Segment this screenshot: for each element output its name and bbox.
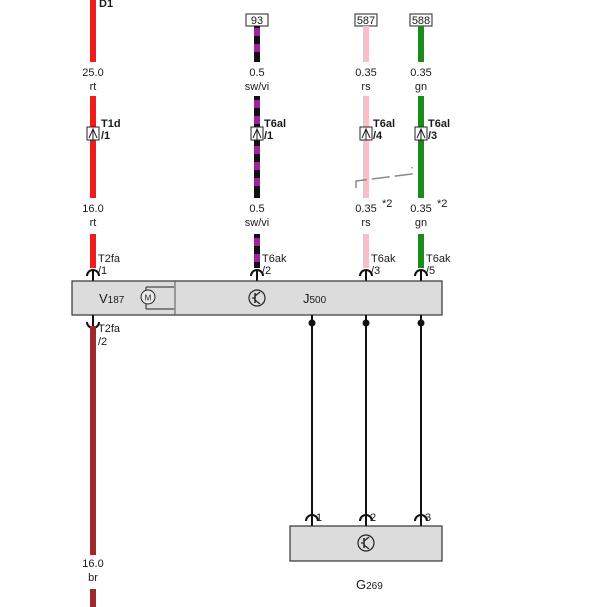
module-main-box[interactable] [71, 280, 443, 316]
ground-size: 16.0 [82, 558, 103, 570]
wire-587-lower-color: rs [361, 217, 371, 229]
wire-d1-seg-bottom[interactable] [90, 234, 96, 268]
module-v-name: V187 [99, 291, 125, 306]
g269-pin-1: 1 [316, 512, 322, 524]
wire-d1-seg-mid[interactable] [90, 96, 96, 198]
wire-588-upper-size: 0.35 [410, 67, 431, 79]
module-v187-j500[interactable]: V187 M J500 [71, 280, 443, 316]
wire-588-ref: 588 [412, 15, 430, 27]
wire-d1: D1 25.0 rt T1d /1 16.0 rt T2fa /1 [82, 0, 121, 281]
wire-d1-seg-top[interactable] [90, 0, 96, 62]
wire-d1-lower-pin: /1 [98, 265, 107, 277]
wire-588-pin: /3 [428, 130, 437, 142]
wire-93-ref: 93 [251, 15, 263, 27]
wire-93: 93 0.5 sw/vi T6al /1 0.5 sw/vi T6ak /2 [245, 13, 287, 281]
wire-93-lower-pin: /2 [262, 265, 271, 277]
wire-93-lower-size: 0.5 [249, 203, 264, 215]
wire-ground-seg[interactable] [90, 326, 96, 555]
wire-93-upper-size: 0.5 [249, 67, 264, 79]
wire-ground-seg-end[interactable] [90, 589, 96, 607]
wire-587-upper-color: rs [361, 81, 371, 93]
wire-d1-lower-size: 16.0 [82, 203, 103, 215]
wire-d1-top-label: D1 [99, 0, 113, 10]
module-g269-name: G269 [356, 577, 383, 592]
wire-587-note: *2 [382, 198, 392, 210]
connector-icon[interactable] [359, 126, 373, 141]
g269-pin-3: 3 [425, 512, 431, 524]
wire-587-seg-bottom[interactable] [363, 234, 369, 268]
wire-ground: T2fa /2 16.0 br [82, 315, 121, 607]
transistor-icon [357, 534, 375, 552]
transistor-icon [248, 289, 266, 307]
wire-588-note: *2 [437, 198, 447, 210]
wire-d1-connector: T1d [101, 118, 121, 130]
connector-icon[interactable] [414, 126, 428, 141]
wire-588-connector: T6al [428, 118, 450, 130]
wire-587-ref: 587 [357, 15, 375, 27]
wire-d1-upper-color: rt [90, 81, 97, 93]
ground-connector: T2fa [98, 323, 121, 335]
wire-587-seg-mid[interactable] [363, 96, 369, 198]
wire-93-lower-color: sw/vi [245, 217, 269, 229]
wire-587-connector: T6al [373, 118, 395, 130]
wire-588: 588 0.35 gn T6al /3 0.35 *2 gn T6ak /5 [409, 13, 451, 281]
ground-pin: /2 [98, 336, 107, 348]
wire-588-seg-bottom[interactable] [418, 234, 424, 268]
module-g269-box[interactable] [289, 525, 443, 562]
wire-93-pin: /1 [264, 130, 273, 142]
wire-588-lower-pin: /5 [426, 265, 435, 277]
ground-color: br [88, 572, 98, 584]
pin-socket-icon [305, 514, 319, 522]
wire-588-lower-size: 0.35 [410, 203, 431, 215]
wire-d1-lower-color: rt [90, 217, 97, 229]
wire-588-seg-mid[interactable] [418, 96, 424, 198]
wire-93-upper-color: sw/vi [245, 81, 269, 93]
wire-93-seg-bottom[interactable] [254, 234, 260, 268]
wire-588-lower-color: gn [415, 217, 427, 229]
wire-587-lower-connector: T6ak [371, 253, 396, 265]
signal-lines: 1 2 3 [305, 315, 431, 526]
wire-d1-lower-connector: T2fa [98, 253, 121, 265]
wire-588-upper-color: gn [415, 81, 427, 93]
wire-587-lower-pin: /3 [371, 265, 380, 277]
wire-587: 587 0.35 rs T6al /4 0.35 *2 rs T6ak /3 [354, 13, 396, 281]
g269-pin-2: 2 [370, 512, 376, 524]
connector-icon[interactable] [250, 126, 264, 141]
wire-587-seg-top[interactable] [363, 26, 369, 62]
svg-text:M: M [145, 294, 152, 303]
motor-icon: M [140, 286, 174, 310]
wire-588-seg-top[interactable] [418, 26, 424, 62]
module-j-name: J500 [303, 291, 327, 306]
wire-d1-pin: /1 [101, 130, 110, 142]
shield-bracket [355, 167, 413, 188]
wire-d1-upper-size: 25.0 [82, 67, 103, 79]
wire-93-connector: T6al [264, 118, 286, 130]
wire-587-pin: /4 [373, 130, 383, 142]
connector-icon[interactable] [86, 126, 100, 141]
module-g269[interactable]: G269 [289, 525, 443, 592]
wire-587-upper-size: 0.35 [355, 67, 376, 79]
wire-587-lower-size: 0.35 [355, 203, 376, 215]
wire-588-lower-connector: T6ak [426, 253, 451, 265]
pin-socket-icon [359, 514, 373, 522]
pin-socket-icon [414, 514, 428, 522]
wire-93-lower-connector: T6ak [262, 253, 287, 265]
